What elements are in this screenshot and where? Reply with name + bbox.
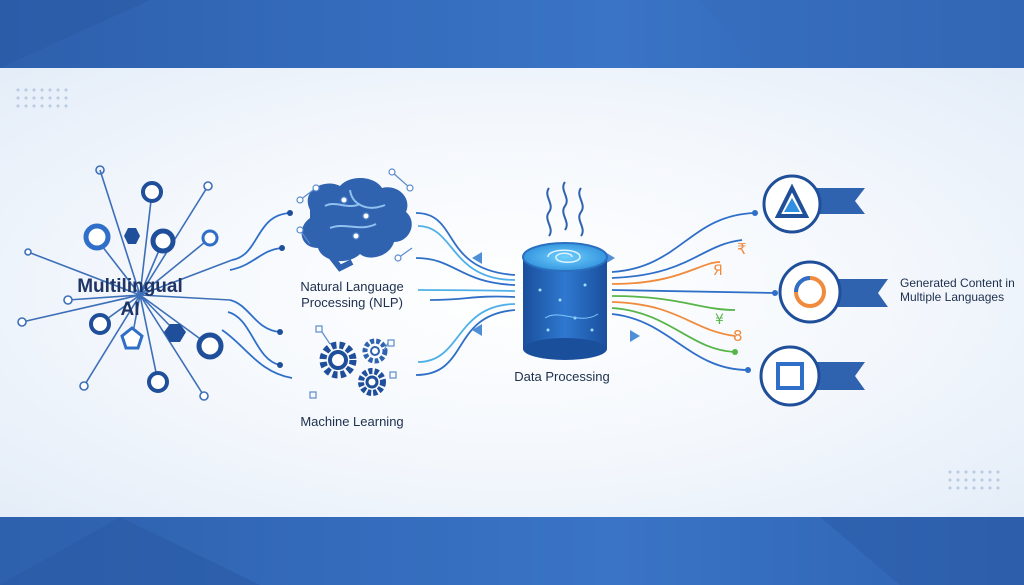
- nlp-ml-to-data-lines: [415, 212, 516, 376]
- yen-glyph: ¥: [715, 312, 724, 328]
- generated-content-label: Generated Content in Multiple Languages: [900, 276, 1015, 305]
- output-badge-ring: [778, 260, 888, 324]
- cyrillic-glyph: Я: [713, 263, 723, 279]
- ai-hub-network: [21, 169, 233, 397]
- rupee-glyph: ₹: [737, 240, 747, 258]
- banner-shape: [700, 0, 1024, 68]
- ai-hub-nodes: [17, 165, 224, 401]
- output-badge-triangle: [762, 174, 865, 234]
- numeral-glyph: 8: [733, 327, 743, 345]
- machine-learning-label: Machine Learning: [300, 414, 404, 429]
- output-lines: [611, 212, 776, 371]
- dot-grid-top-left: [16, 88, 68, 108]
- database-cylinder-icon: [522, 242, 608, 360]
- banner-shape: [0, 0, 150, 68]
- output-badge-square: [759, 345, 865, 407]
- output-dots: [732, 210, 778, 373]
- multilingual-ai-title: Multilingual AI: [77, 276, 183, 320]
- data-processing-label: Data Processing: [514, 369, 610, 384]
- steam-icon: [546, 181, 584, 237]
- cyan-lines: [417, 225, 516, 363]
- gears-icon: [319, 338, 388, 396]
- brain-icon: [301, 177, 412, 272]
- nlp-label: Natural Language Processing (NLP): [300, 279, 404, 310]
- dot-grid-bottom-right: [948, 470, 1000, 490]
- gears-network: [309, 325, 397, 399]
- banner-shape: [0, 517, 260, 585]
- brain-network: [296, 168, 414, 262]
- banner-shape: [820, 517, 1024, 585]
- hub-connectors: [221, 212, 293, 379]
- connector-dots: [277, 210, 293, 368]
